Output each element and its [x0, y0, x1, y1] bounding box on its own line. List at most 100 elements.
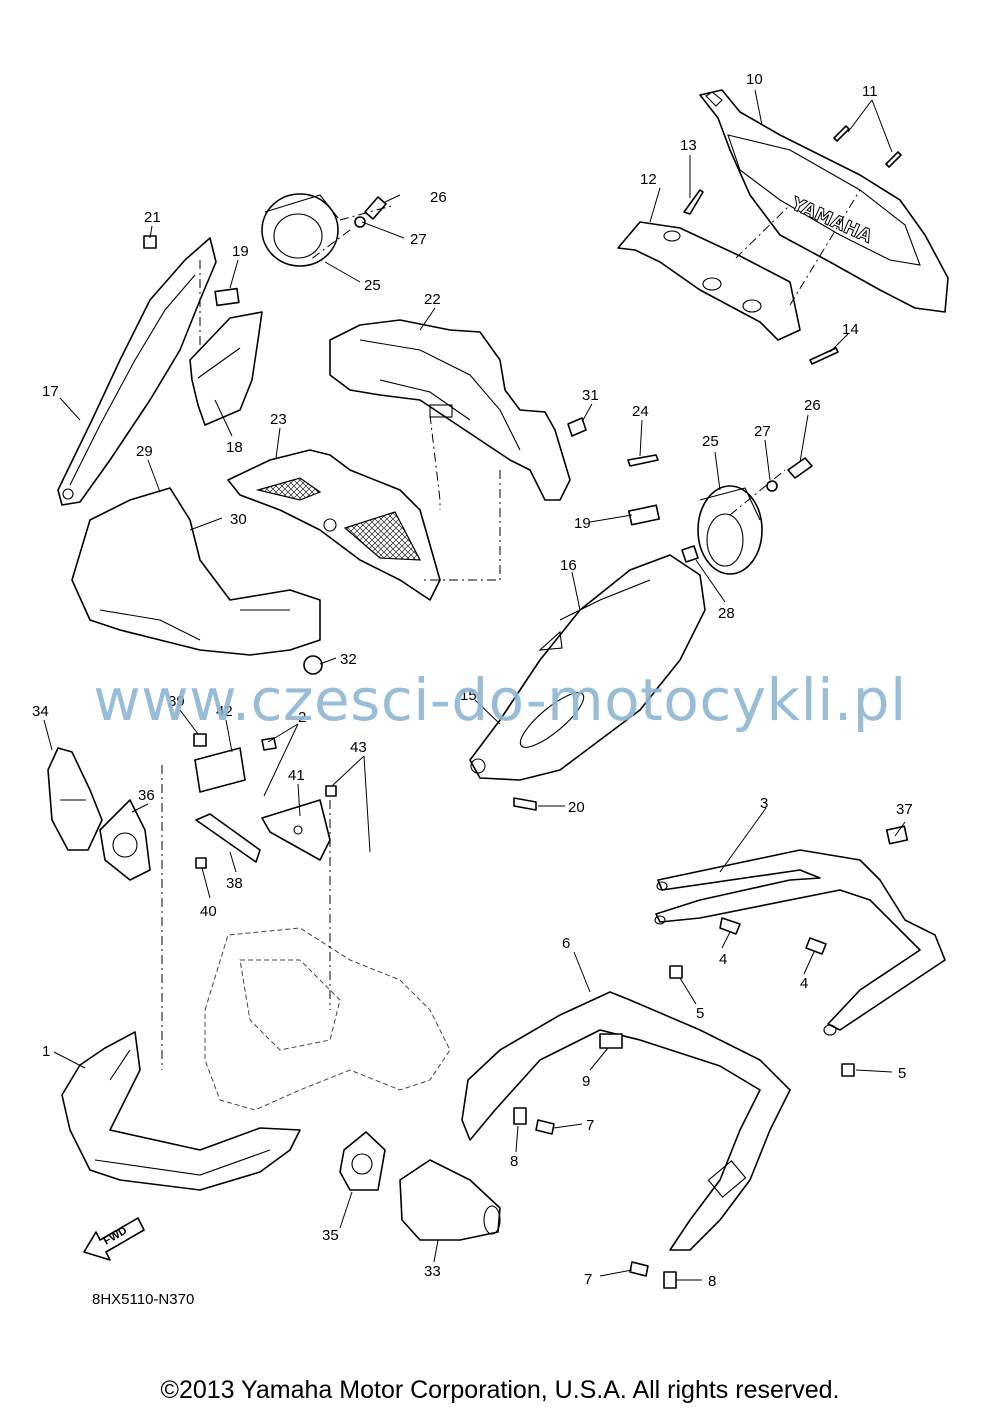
front-fairing-part-1 [61, 1031, 301, 1191]
label-19-a: 19 [232, 243, 249, 260]
label-31: 31 [582, 387, 599, 404]
label-10: 10 [746, 71, 763, 88]
bolt-part-26-top [364, 196, 387, 220]
label-30: 30 [230, 511, 247, 528]
windscreen-part-10: YAMAHA [699, 89, 949, 313]
duct-part-29 [71, 487, 321, 656]
screw-part-31 [567, 417, 587, 437]
label-7-b: 7 [584, 1271, 592, 1288]
clip-part-24 [627, 454, 659, 467]
label-21: 21 [144, 209, 161, 226]
label-39: 39 [168, 693, 185, 710]
rail-part-3 [654, 825, 946, 1036]
label-7-a: 7 [586, 1117, 594, 1134]
lower-cover-part-16 [469, 554, 706, 781]
mount-bracket-part-42 [194, 747, 246, 793]
bolt-part-7-b [629, 1261, 649, 1277]
screw-part-20 [513, 797, 537, 811]
label-5-a: 5 [696, 1005, 704, 1022]
fasteners-top-right [683, 125, 902, 365]
label-3: 3 [760, 795, 768, 812]
nut-part-40 [195, 857, 207, 869]
label-4-b: 4 [800, 975, 808, 992]
bolt-part-5-b [841, 1063, 855, 1077]
label-11: 11 [862, 83, 878, 100]
label-38: 38 [226, 875, 243, 892]
gasket-part-36 [99, 799, 151, 881]
bracket-part-41 [261, 799, 331, 861]
label-43: 43 [350, 739, 367, 756]
washer-part-27-right [766, 480, 778, 492]
label-6: 6 [562, 935, 570, 952]
label-16: 16 [560, 557, 577, 574]
watermark-text: www.czesci-do-motocykli.pl [93, 666, 907, 734]
nut-part-28 [681, 545, 699, 563]
label-1: 1 [42, 1043, 50, 1060]
label-12: 12 [640, 171, 657, 188]
frame-reference [204, 927, 451, 1111]
panel-part-18 [189, 311, 263, 426]
leader-lines [43, 89, 906, 1281]
ring-part-25-right [697, 485, 763, 575]
pad-part-19-top [214, 287, 240, 307]
part-number-labels: 1 2 3 4 4 5 5 6 7 7 8 8 9 10 11 12 13 14… [32, 71, 913, 1290]
label-42: 42 [216, 703, 233, 720]
label-25-a: 25 [364, 277, 381, 294]
bolt-part-4-a [719, 917, 741, 935]
label-36: 36 [138, 787, 155, 804]
diagram-code: 8HX5110-N370 [92, 1291, 195, 1308]
nut-part-32 [303, 655, 323, 675]
label-15: 15 [460, 687, 477, 704]
bolt-part-5-a [669, 965, 683, 979]
clip-part-8-a [513, 1107, 527, 1125]
label-24: 24 [632, 403, 649, 420]
label-26-a: 26 [430, 189, 447, 206]
label-8-b: 8 [708, 1273, 716, 1290]
bolt-part-39 [193, 733, 207, 747]
bolt-part-2 [261, 737, 277, 751]
label-5-b: 5 [898, 1065, 906, 1082]
bolt-part-26-right [787, 457, 813, 479]
label-17: 17 [42, 383, 59, 400]
label-19-b: 19 [574, 515, 591, 532]
label-27-b: 27 [754, 423, 771, 440]
label-35: 35 [322, 1227, 339, 1244]
clip-part-8-b [663, 1271, 677, 1289]
label-2: 2 [298, 709, 306, 726]
side-cover-part-17 [57, 237, 217, 506]
copyright-notice: ©2013 Yamaha Motor Corporation, U.S.A. A… [160, 1376, 840, 1404]
ring-part-25-top [261, 193, 339, 267]
boot-part-33 [399, 1159, 501, 1241]
label-8-a: 8 [510, 1153, 518, 1170]
label-37: 37 [896, 801, 913, 818]
label-41: 41 [288, 767, 305, 784]
label-29: 29 [136, 443, 153, 460]
cowl-part-6 [461, 991, 791, 1251]
assembly-lines [161, 204, 786, 1070]
label-9: 9 [582, 1073, 590, 1090]
bolt-part-43 [325, 785, 337, 797]
label-18: 18 [226, 439, 243, 456]
label-26-b: 26 [804, 397, 821, 414]
cover-part-35 [339, 1131, 386, 1191]
cover-part-34 [47, 747, 103, 851]
label-27-a: 27 [410, 231, 427, 248]
bolt-part-4-b [805, 937, 827, 955]
label-20: 20 [568, 799, 585, 816]
label-40: 40 [200, 903, 217, 920]
mesh-panel-part-23 [227, 449, 441, 601]
label-25-b: 25 [702, 433, 719, 450]
bolt-part-7-a [535, 1119, 555, 1135]
label-4-a: 4 [719, 951, 727, 968]
bolt-part-21 [143, 235, 157, 249]
label-33: 33 [424, 1263, 441, 1280]
housing-part-22 [329, 319, 571, 501]
label-28: 28 [718, 605, 735, 622]
label-22: 22 [424, 291, 441, 308]
label-34: 34 [32, 703, 49, 720]
pad-part-19-mid [628, 504, 660, 526]
label-32: 32 [340, 651, 357, 668]
label-14: 14 [842, 321, 859, 338]
label-23: 23 [270, 411, 287, 428]
